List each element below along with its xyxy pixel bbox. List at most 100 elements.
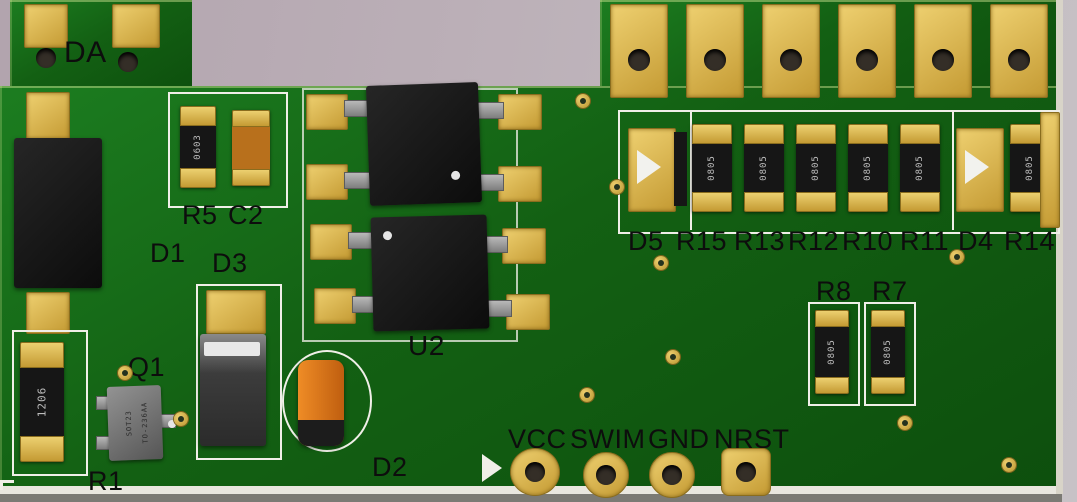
pin1-dot <box>450 170 461 181</box>
via <box>666 350 680 364</box>
silkscreen-label-d5: D5 <box>628 226 664 256</box>
diode-d4 <box>956 128 1006 212</box>
silkscreen-label-da: DA <box>64 36 107 69</box>
pad <box>1040 112 1060 228</box>
pad-hole <box>704 49 726 71</box>
pad <box>498 166 542 202</box>
connector-pad <box>838 4 896 98</box>
resistor-r10: 0805 <box>848 124 888 212</box>
pad <box>502 228 546 264</box>
silkscreen-outline-d3 <box>196 284 282 460</box>
pin1-dot <box>168 420 176 428</box>
capacitor-c2 <box>232 110 270 186</box>
chip-terminal <box>232 169 270 186</box>
pad-hole <box>856 49 878 71</box>
diode-body <box>674 132 687 206</box>
silkscreen-corner <box>0 480 14 483</box>
pad-hole <box>780 49 802 71</box>
chip-terminal <box>692 124 732 144</box>
cathode-arrow <box>637 150 661 184</box>
chip-terminal <box>180 106 216 126</box>
chip-terminal <box>180 168 216 188</box>
pad <box>26 92 70 140</box>
board-section-top-right <box>600 0 1060 95</box>
silkscreen-label-r1: R1 <box>88 466 124 496</box>
silkscreen-label-r7: R7 <box>872 276 908 306</box>
chip-terminal <box>796 192 836 212</box>
pad-hole <box>628 49 650 71</box>
via <box>950 250 964 264</box>
silkscreen-label-d4: D4 <box>958 226 994 256</box>
silkscreen-outline-r7 <box>864 302 916 406</box>
chip-marking: 0805 <box>863 155 873 181</box>
chip-marking: 0805 <box>811 155 821 181</box>
resistor-r15: 0805 <box>692 124 732 212</box>
chip-marking: 1206 <box>35 386 49 418</box>
silkscreen-label-r11: R11 <box>900 226 950 256</box>
chip-terminal <box>900 124 940 144</box>
pad <box>310 224 352 260</box>
silkscreen-corner <box>0 480 3 490</box>
pad <box>306 94 348 130</box>
connector-pad <box>990 4 1048 98</box>
chip-marking: 0805 <box>707 155 717 181</box>
silkscreen-label-d3: D3 <box>212 248 248 278</box>
board-shadow-bottom <box>0 494 1062 502</box>
chip-terminal <box>815 310 849 327</box>
resistor-r1: 1206 <box>20 342 64 462</box>
chip-marking: 0805 <box>1025 155 1035 181</box>
pin1-dot <box>382 230 393 241</box>
pad-hole <box>662 465 682 485</box>
connector-pad <box>686 4 744 98</box>
silkscreen-label-r14: R14 <box>1004 226 1056 256</box>
diode-d3-body <box>200 334 266 446</box>
chip-marking: SOT23 <box>124 410 133 437</box>
via <box>1002 458 1016 472</box>
mounting-hole <box>36 48 56 68</box>
via <box>118 366 132 380</box>
via <box>610 180 624 194</box>
chip-marking: TO-236AA <box>139 401 150 444</box>
chip-terminal <box>692 192 732 212</box>
chip-terminal <box>20 342 64 368</box>
silkscreen-label-d1: D1 <box>150 238 186 268</box>
chip-terminal <box>744 124 784 144</box>
pad <box>206 290 266 334</box>
chip-terminal <box>848 192 888 212</box>
pad-hole <box>1008 49 1030 71</box>
chip-terminal <box>815 377 849 394</box>
pad <box>26 292 70 334</box>
resistor-r13: 0805 <box>744 124 784 212</box>
chip-marking: 0805 <box>915 155 925 181</box>
silkscreen-divider <box>952 110 954 230</box>
resistor-r11: 0805 <box>900 124 940 212</box>
pad-hole <box>736 462 756 482</box>
pad <box>498 94 542 130</box>
component-d1-body <box>14 138 102 288</box>
resistor-r5: 0603 <box>180 106 216 188</box>
chip-terminal <box>871 310 905 327</box>
pad <box>306 164 348 200</box>
silkscreen-label-r12: R12 <box>788 226 840 256</box>
pad <box>112 4 160 48</box>
silkscreen-label-swim: SWIM <box>570 424 646 454</box>
silkscreen-outline-d2 <box>282 350 372 452</box>
via <box>898 416 912 430</box>
resistor-r12: 0805 <box>796 124 836 212</box>
silkscreen-label-q1: Q1 <box>128 352 166 382</box>
chip-terminal <box>20 436 64 462</box>
silkscreen-label-r15: R15 <box>676 226 728 256</box>
connector-pad <box>610 4 668 98</box>
pad <box>24 4 68 48</box>
diode-d5 <box>628 128 688 212</box>
via <box>576 94 590 108</box>
arrow-marker-icon <box>482 454 502 482</box>
board-edge-right <box>1056 0 1063 494</box>
silkscreen-divider <box>690 110 692 230</box>
transistor-q1-body: SOT23 TO-236AA <box>106 385 164 461</box>
silkscreen-label-r10: R10 <box>842 226 894 256</box>
pad-vcc <box>510 448 560 496</box>
silkscreen-label-r8: R8 <box>816 276 852 306</box>
cathode-arrow <box>965 150 989 184</box>
